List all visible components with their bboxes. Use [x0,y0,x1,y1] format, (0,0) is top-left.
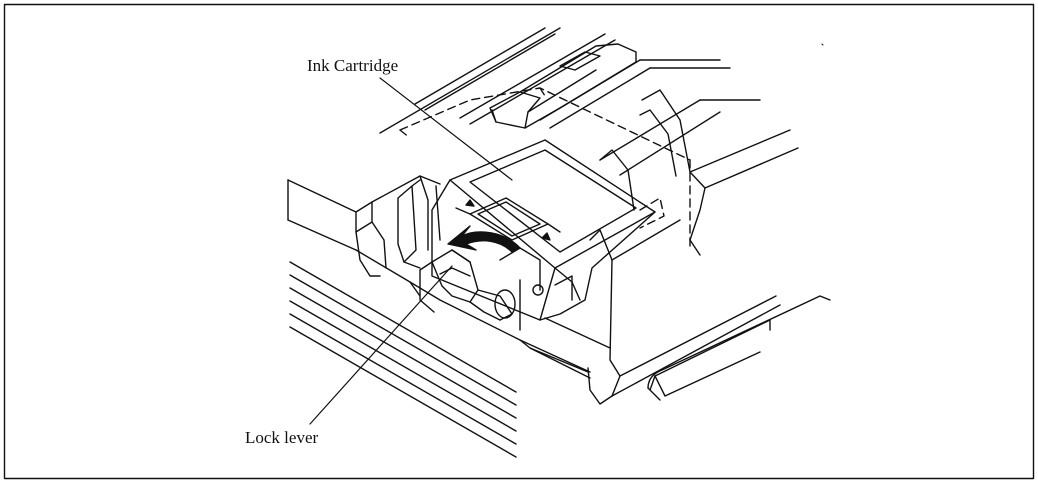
figure-frame [5,5,1034,479]
platen-roller [490,44,636,128]
carriage-dashed-outline [400,88,690,248]
front-vent-slats [290,262,516,457]
ink-cartridge-body [432,140,655,330]
push-direction-arrow [448,226,520,252]
ink-cartridge-label: Ink Cartridge [307,56,399,75]
front-cover-body [288,180,610,378]
ink-cartridge-leader-line [380,78,512,180]
lock-lever-leader-line [310,266,452,424]
lock-lever [420,250,515,320]
left-carriage-guide [356,176,440,276]
right-housing [588,90,798,404]
lock-lever-label: Lock lever [245,428,319,447]
bottom-tray [648,296,830,400]
misc-detail-marks [822,44,823,45]
